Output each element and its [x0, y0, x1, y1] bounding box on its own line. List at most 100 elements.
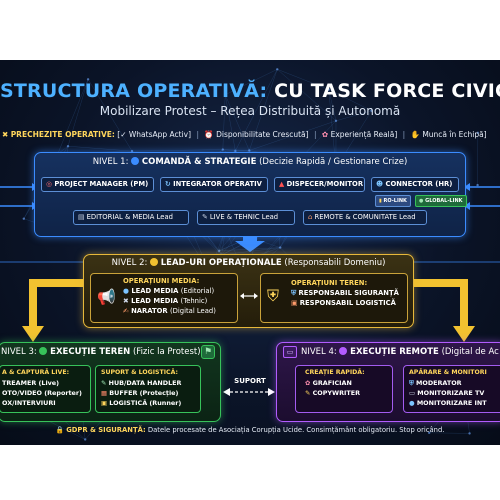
handshake-icon: ✋: [410, 130, 420, 139]
house-icon: ⌂: [308, 213, 313, 221]
signal-icon: ✎: [202, 213, 208, 221]
network-line: [224, 94, 236, 151]
level-2-header: NIVEL 2: LEAD-URI OPERAȚIONALE (Responsa…: [84, 258, 413, 268]
prereq-whatsapp: [✓ WhatsApp Activ]: [117, 130, 192, 139]
purple-circle-icon: [339, 347, 348, 355]
alert-icon: ▲: [279, 180, 285, 188]
prerequisites-bar: ✖ PRECHEZITE OPERATIVE: [✓ WhatsApp Acti…: [0, 130, 500, 144]
network-node: [476, 131, 480, 135]
target-icon: ◎: [46, 180, 52, 188]
blue-pin-icon: ●: [123, 287, 129, 295]
network-node: [468, 432, 471, 435]
globe-icon: ●: [419, 198, 424, 204]
green-circle-icon: [39, 347, 48, 355]
capture-live-box: A & CAPTURĂ LIVE: TREAMER (Live) OTO/VID…: [0, 365, 91, 413]
role-connector: ☻ CONNECTOR (HR): [371, 177, 459, 192]
network-line: [328, 89, 372, 111]
box-icon: ▣: [101, 399, 108, 407]
network-line: [224, 94, 250, 151]
level-1-title: COMANDĂ & STRATEGIE: [141, 157, 257, 167]
network-node: [334, 119, 338, 123]
role-project-manager: ◎ PROJECT MANAGER (PM): [41, 177, 154, 192]
blue-circle-icon: [131, 157, 140, 165]
level-4-desc: (Digital de Ac: [441, 347, 499, 357]
gdpr-footer: 🔒 GDPR & SIGURANȚĂ: Datele procesate de …: [0, 426, 500, 440]
support-logistics-box: SUPORT & LOGISTICĂ: ✎ HUB/DATA HANDLER ▦…: [95, 365, 201, 413]
arrow-level4-head: [453, 326, 475, 342]
defense-item-label: MONITORIZARE TV: [417, 389, 485, 397]
support-buffer: ▦ BUFFER (Protecție): [101, 389, 178, 398]
support-item-label: HUB/DATA HANDLER: [108, 379, 182, 387]
right-link-arrowhead-2: [464, 202, 470, 210]
network-line: [235, 69, 278, 151]
arrow-level1-to-level2: [235, 234, 265, 252]
signal-icon: ✎: [101, 379, 107, 387]
network-line: [249, 69, 278, 151]
network-node: [22, 217, 26, 220]
network-node: [327, 88, 330, 91]
tools-icon: ✖: [2, 130, 9, 139]
role-label: PROJECT MANAGER (PM): [54, 180, 149, 188]
role-label: CONNECTOR (HR): [385, 180, 453, 188]
shield-small-icon: ⛨: [291, 289, 297, 297]
level-4-header: ▭ NIVEL 4: EXECUȚIE REMOTE (Digital de A…: [283, 346, 499, 358]
media-item-label: NARATOR: [131, 307, 168, 315]
network-line: [328, 89, 337, 121]
media-narator: ✍ NARATOR (Digital Lead): [123, 307, 216, 317]
people-icon: ☻: [376, 180, 384, 188]
defense-monitoring-title: APĂRARE & MONITORI: [409, 369, 487, 376]
network-line: [67, 79, 89, 147]
support-arrow-left: [223, 388, 230, 396]
support-logistics-title: SUPORT & LOGISTICĂ:: [101, 369, 178, 376]
teren-item-label: RESPONSABIL LOGISTICĂ: [299, 299, 396, 307]
lead-label: REMOTE & COMUNITATE Lead: [314, 213, 416, 221]
pen-icon: ✍: [123, 307, 129, 315]
defense-item-label: MODERATOR: [416, 379, 462, 387]
network-line: [222, 94, 226, 150]
network-line: [57, 79, 89, 155]
lead-live-tehnic: ✎ LIVE & TEHNIC Lead: [197, 210, 295, 225]
global-link-badge: ● GLOBAL-LINK: [415, 195, 467, 207]
globe-icon: ●: [409, 399, 415, 407]
shield-icon: ⛨: [267, 286, 280, 305]
level-1-panel: NIVEL 1: COMANDĂ & STRATEGIE (Decizie Ra…: [34, 152, 467, 237]
network-node: [217, 249, 221, 253]
map-pin-icon: ⚑: [201, 345, 215, 359]
level-4-panel: ▭ NIVEL 4: EXECUȚIE REMOTE (Digital de A…: [276, 342, 500, 422]
network-line: [87, 79, 133, 152]
network-line: [335, 110, 372, 122]
sync-icon: ↻: [165, 180, 171, 188]
rapid-creation-title: CREAȚIE RAPIDĂ:: [305, 369, 365, 376]
right-link-arrowhead: [464, 183, 470, 191]
palette-icon: ✿: [305, 379, 311, 387]
level-1-header: NIVEL 1: COMANDĂ & STRATEGIE (Decizie Ra…: [35, 157, 465, 167]
network-line: [67, 145, 133, 152]
barrier-icon: ▦: [101, 389, 108, 397]
network-node: [86, 78, 90, 81]
level-2-panel: NIVEL 2: LEAD-URI OPERAȚIONALE (Responsa…: [83, 254, 414, 328]
role-label: DISPECER/MONITOR: [286, 180, 364, 188]
arrow-level2-to-level4: [414, 279, 468, 330]
teren-item-label: RESPONSABIL SIGURANȚĂ: [298, 289, 399, 297]
lead-remote-comunitate: ⌂ REMOTE & COMUNITATE Lead: [303, 210, 427, 225]
media-operations-box: 📢 OPERAȚIUNI MEDIA: ● LEAD MEDIA (Editor…: [90, 273, 238, 323]
defense-moderator: ⛨ MODERATOR: [409, 379, 462, 388]
media-item-note: (Tehnic): [180, 297, 208, 305]
role-label: INTEGRATOR OPERATIV: [173, 180, 262, 188]
defense-monitor-tv: ▭ MONITORIZARE TV: [409, 389, 484, 398]
media-lead-tehnic: ✖ LEAD MEDIA (Tehnic): [123, 297, 207, 307]
level-3-title: EXECUȚIE TEREN: [50, 347, 131, 357]
level-2-title: LEAD-URI OPERAȚIONALE: [160, 258, 282, 268]
network-line: [225, 69, 278, 95]
level-3-header: NIVEL 3: EXECUȚIE TEREN (Fizic la Protes…: [1, 347, 201, 357]
shield-small-icon: ⛨: [409, 379, 414, 387]
media-teren-link: [240, 293, 258, 299]
lead-label: EDITORIAL & MEDIA Lead: [86, 213, 173, 221]
network-line: [132, 149, 223, 152]
pencil-icon: ✎: [305, 389, 311, 397]
separator: |: [313, 130, 317, 139]
creation-item-label: COPYWRITER: [312, 389, 361, 397]
creation-copywriter: ✎ COPYWRITER: [305, 389, 360, 398]
box-icon: ▣: [291, 299, 298, 307]
